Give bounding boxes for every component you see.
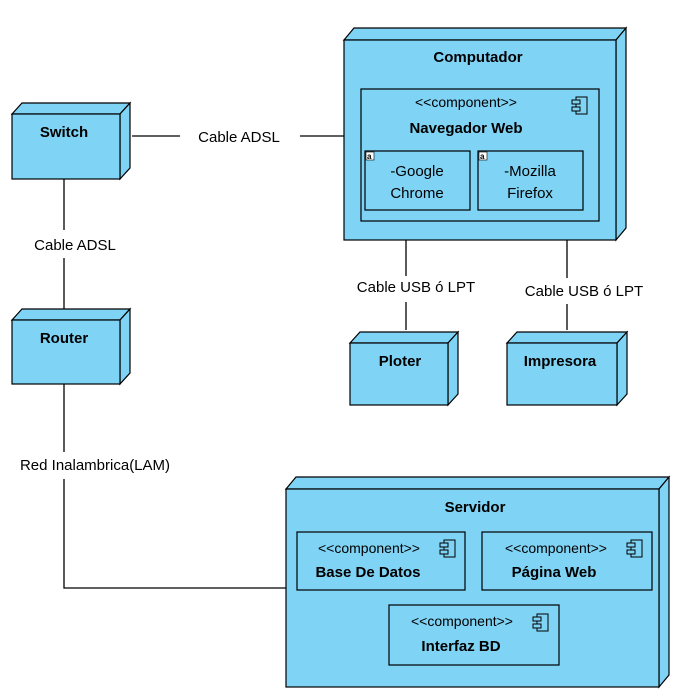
connections	[63, 135, 568, 589]
node-impresora[interactable]: Impresora	[505, 330, 629, 407]
component-icon	[532, 613, 549, 632]
component-stereotype: <<component>>	[318, 540, 420, 556]
artifact-line2: Chrome	[390, 185, 443, 202]
component-name: Base De Datos	[315, 564, 420, 581]
component-name: Interfaz BD	[421, 638, 500, 655]
component-navegador-web[interactable]: <<component>> Navegador Web a -Google Ch…	[360, 88, 600, 222]
label-computador-ploter: Cable USB ó LPT	[357, 279, 475, 296]
node-title: Servidor	[445, 499, 506, 516]
component-icon	[626, 539, 643, 558]
node-title: Switch	[40, 124, 88, 141]
component-icon	[571, 96, 588, 115]
component-stereotype: <<component>>	[415, 94, 517, 110]
node-router[interactable]: Router	[10, 307, 132, 386]
component-stereotype: <<component>>	[505, 540, 607, 556]
label-switch-router: Cable ADSL	[34, 237, 116, 254]
component-stereotype: <<component>>	[411, 613, 513, 629]
artifact-google-chrome[interactable]: a -Google Chrome	[364, 150, 471, 211]
node-switch[interactable]: Switch	[10, 101, 132, 181]
component-name: Página Web	[512, 564, 597, 581]
component-interfaz-bd[interactable]: <<component>> Interfaz BD	[388, 604, 560, 666]
artifact-line2: Firefox	[507, 185, 553, 202]
artifact-line1: -Mozilla	[504, 163, 556, 180]
artifact-line1: -Google	[390, 163, 443, 180]
component-pagina-web[interactable]: <<component>> Página Web	[481, 531, 653, 591]
label-router-servidor: Red Inalambrica(LAM)	[20, 457, 170, 474]
node-ploter[interactable]: Ploter	[348, 330, 460, 407]
component-name: Navegador Web	[409, 120, 522, 137]
label-switch-computador: Cable ADSL	[198, 129, 280, 146]
node-title: Computador	[433, 49, 522, 66]
label-computador-impresora: Cable USB ó LPT	[525, 283, 643, 300]
node-title: Router	[40, 330, 88, 347]
artifact-mozilla-firefox[interactable]: a -Mozilla Firefox	[477, 150, 584, 211]
artifact-marker-icon: a	[480, 152, 485, 161]
node-servidor[interactable]: Servidor <<component>> Base De Datos <<c…	[284, 475, 671, 689]
edge-router-servidor-bottom	[63, 479, 286, 589]
component-icon	[439, 539, 456, 558]
node-title: Ploter	[379, 353, 422, 370]
component-base-de-datos[interactable]: <<component>> Base De Datos	[296, 531, 466, 591]
node-title: Impresora	[524, 353, 597, 370]
artifact-marker-icon: a	[367, 152, 372, 161]
node-computador[interactable]: Computador <<component>> Navegador Web a…	[342, 26, 628, 242]
